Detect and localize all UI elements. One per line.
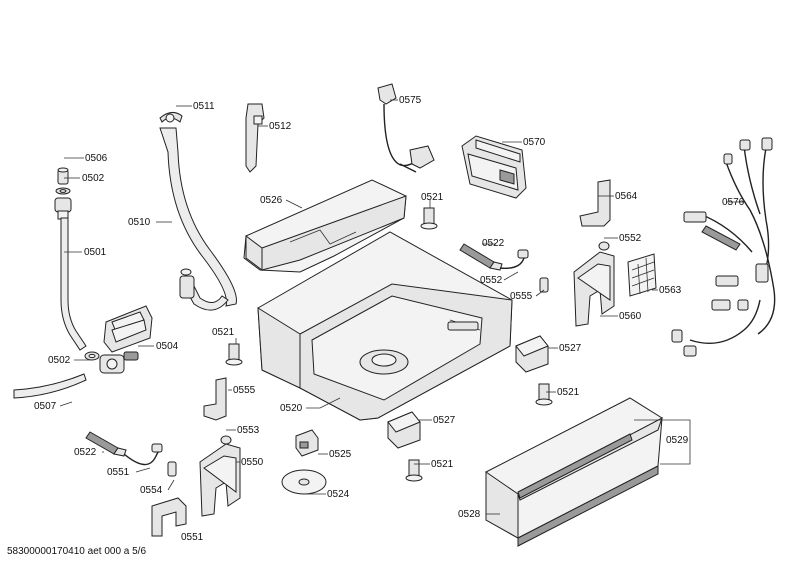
part-0550-bracket-drawing [199,443,241,517]
label-0521-left: 0521 [212,327,235,338]
part-0525-part-drawing [295,429,319,457]
part-0553-bracket-drawing [203,377,227,421]
label-0521-bottom: 0521 [431,459,454,470]
label-0552-bottom: 0553 [237,425,260,436]
label-0511: 0511 [193,101,215,112]
label-0522-bottom: 0522 [74,447,97,458]
label-0554: 0551 [181,532,204,543]
part-0522-spring-b-drawing [85,431,127,457]
label-0504: 0504 [156,341,179,352]
part-0512-bracket-drawing [245,103,265,173]
label-0512: 0512 [269,121,292,132]
part-0521-screw-a-drawing [420,207,438,230]
label-0529: 0529 [666,435,689,446]
label-0521-right: 0521 [557,387,580,398]
part-0576-harness-drawing [671,137,776,357]
part-0511-clip-drawing [159,112,183,123]
part-0552-spring-a-drawing [598,241,610,251]
part-0507-tube-drawing [13,373,87,399]
part-0555-clip-b-drawing [167,461,177,477]
label-0501: 0501 [84,247,107,258]
part-0564-grille-drawing [627,253,657,297]
part-0502-ring-drawing [55,187,71,195]
label-0550: 0550 [241,457,264,468]
part-0554-cover-drawing [151,497,187,537]
part-0555-clip-a-drawing [539,277,549,293]
label-0553: 0555 [233,385,256,396]
part-0575-cable-drawing [377,83,435,173]
part-0528-strip-drawing [517,433,659,547]
label-0564: 0563 [659,285,682,296]
part-0502-washer-drawing [84,351,100,361]
part-0522-spring-a-drawing [459,243,503,271]
part-0520-base-drawing [257,231,513,421]
label-0507: 0507 [34,401,57,412]
leader-lines [59,99,744,515]
label-0521-top: 0521 [421,192,444,203]
part-0524-disc-drawing [281,469,327,495]
label-0510: 0510 [128,217,151,228]
label-0575: 0575 [399,95,422,106]
label-0526: 0526 [260,195,283,206]
label-0527-right: 0527 [559,343,582,354]
part-0501-inlet-hose-drawing [54,197,87,351]
part-0521-screw-c-drawing [535,383,553,406]
label-0552-top: 0552 [619,233,642,244]
document-id-footer: 58300000170410 aet 000 a 5/6 [7,546,147,557]
label-0502-top: 0502 [82,173,105,184]
label-0551-bottom: 0551 [107,467,130,478]
label-0524: 0524 [327,489,350,500]
label-0522-top: 0522 [482,238,505,249]
part-0551-sensor-b-drawing [123,443,163,466]
part-0527-foot-a-drawing [515,335,549,373]
part-0552-spring-b-drawing [220,435,232,445]
part-0510-drain-hose-drawing [159,127,237,311]
label-0560: 0560 [619,311,642,322]
label-0502-bottom: 0502 [48,355,71,366]
part-0570-module-drawing [461,135,527,199]
part-0551-sensor-a-drawing [499,249,529,269]
label-0563: 0564 [615,191,638,202]
part-0560-bracket-drawing [573,251,615,327]
part-0504-valve-drawing [99,305,153,374]
label-0555-bottom: 0554 [140,485,163,496]
label-0527-center: 0527 [433,415,456,426]
part-0527-foot-b-drawing [387,411,421,449]
part-0521-screw-d-drawing [405,459,423,482]
label-0525: 0525 [329,449,352,460]
label-0528: 0528 [458,509,481,520]
label-0570: 0570 [523,137,546,148]
part-0521-screw-b-drawing [225,343,243,366]
part-0563-bracket-drawing [579,179,611,227]
part-0506-drawing [57,167,69,185]
label-0555-top: 0555 [510,291,533,302]
label-0520: 0520 [280,403,303,414]
label-0576: 0576 [722,197,745,208]
label-0506: 0506 [85,153,108,164]
part-0526-cover-drawing [243,179,407,273]
label-0551-top: 0552 [480,275,503,286]
